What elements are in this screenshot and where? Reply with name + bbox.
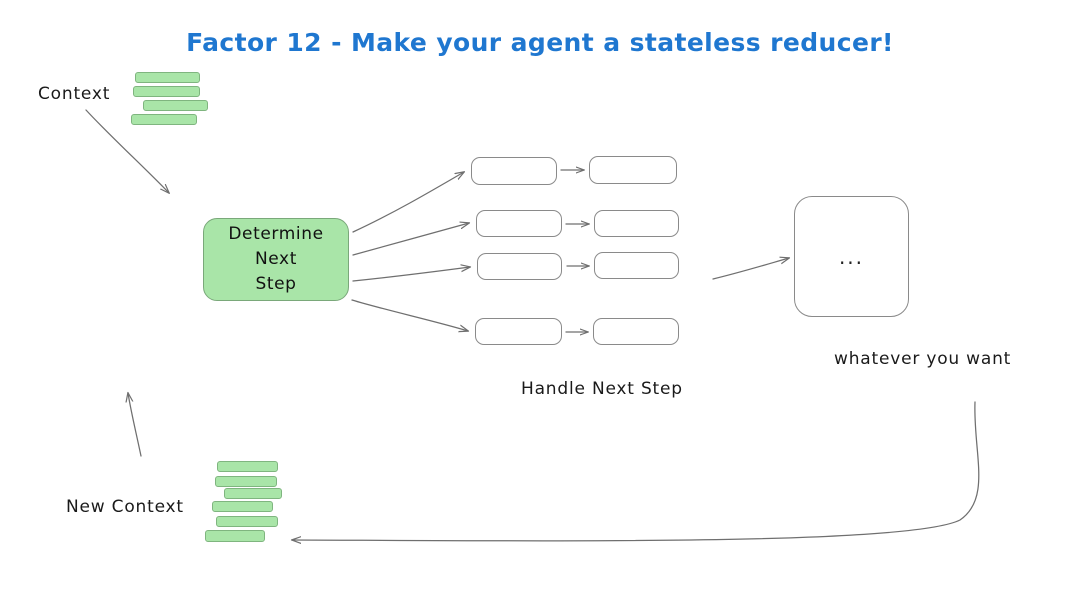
step-row-1-left-box[interactable]	[471, 157, 557, 185]
arrow-determine-to-step-4	[351, 299, 468, 331]
step-row-2-left-box[interactable]	[476, 210, 562, 237]
new-context-bar	[216, 516, 278, 527]
whatever-you-want-label: whatever you want	[834, 349, 1012, 369]
new-context-bar	[215, 476, 277, 487]
new-context-bar	[217, 461, 278, 472]
new-context-bar	[212, 501, 273, 512]
determine-next-step-label: Determine Next Step	[228, 224, 324, 294]
context-bar	[133, 86, 200, 97]
arrow-new-context-to-determine	[128, 393, 142, 457]
arrow-determine-to-step-2	[352, 223, 469, 256]
page-title: Factor 12 - Make your agent a stateless …	[186, 28, 894, 57]
step-row-4-right-box[interactable]	[593, 318, 679, 345]
arrow-determine-to-step-1	[352, 172, 464, 233]
step-row-3-right-box[interactable]	[594, 252, 679, 279]
context-bar	[143, 100, 208, 111]
terminal-ellipsis-label: ...	[838, 244, 865, 269]
arrow-determine-to-step-3	[352, 267, 470, 282]
determine-next-step-node[interactable]: Determine Next Step	[203, 218, 349, 301]
terminal-node[interactable]: ...	[794, 196, 909, 317]
new-context-bar	[205, 530, 265, 542]
step-row-2-right-box[interactable]	[594, 210, 679, 237]
context-bar	[135, 72, 200, 83]
step-row-1-right-box[interactable]	[589, 156, 677, 184]
new-context-bar	[224, 488, 282, 499]
new-context-label: New Context	[66, 497, 184, 517]
arrow-step-to-terminal	[712, 258, 789, 280]
handle-next-step-label: Handle Next Step	[521, 379, 683, 399]
step-row-4-left-box[interactable]	[475, 318, 562, 345]
step-row-3-left-box[interactable]	[477, 253, 562, 280]
context-bar	[131, 114, 197, 125]
context-label: Context	[38, 84, 111, 104]
arrow-terminal-feedback-loop	[292, 401, 980, 541]
